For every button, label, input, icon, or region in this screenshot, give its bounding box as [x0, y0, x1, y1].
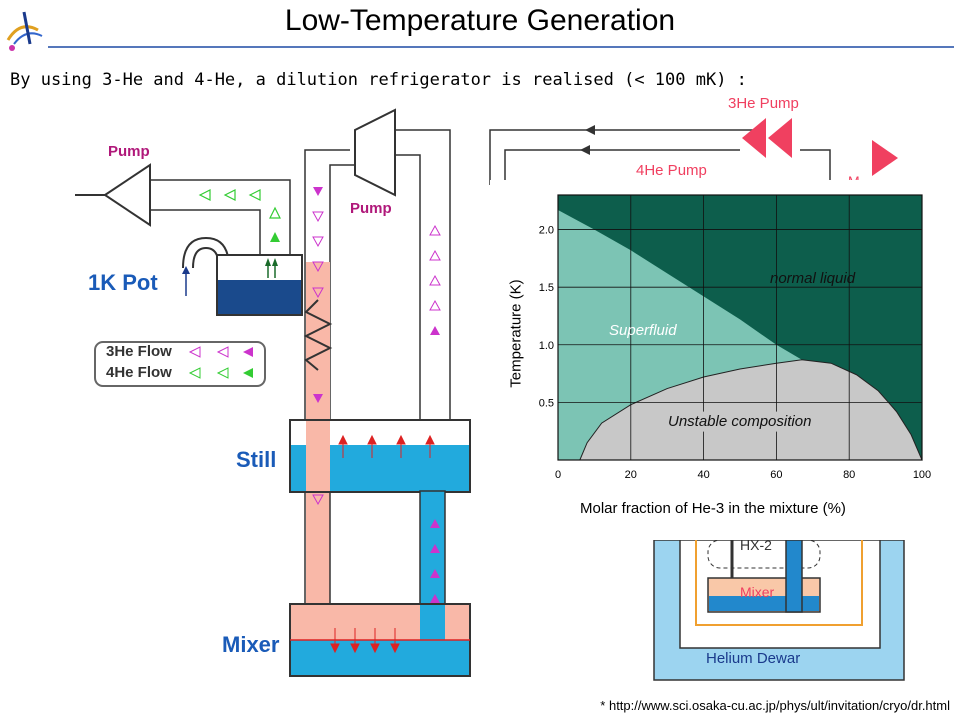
logo-icon [6, 11, 43, 51]
x-tick-label: 20 [625, 469, 637, 481]
y-tick-label: 1.0 [539, 340, 554, 352]
center-pump-label: Pump [350, 200, 392, 217]
plot-frame [557, 194, 923, 461]
one-k-pot-label: 1K Pot [88, 270, 158, 295]
page-title: Low-Temperature Generation [284, 4, 676, 37]
y-tick-label: 2.0 [539, 225, 554, 237]
x-tick-label: 100 [913, 469, 931, 481]
region-normal-label: normal liquid [770, 270, 856, 287]
region-super-label: Superfluid [609, 322, 677, 339]
legend-he4-label: 4He Flow [106, 364, 172, 381]
x-tick-label: 40 [697, 469, 709, 481]
he4-pump-label: 4He Pump [636, 162, 707, 179]
y-tick-label: 1.5 [539, 282, 554, 294]
source-citation: * http://www.sci.osaka-cu.ac.jp/phys/ult… [600, 698, 950, 713]
right-mixer-label: Mixer [740, 584, 775, 600]
legend-he3-label: 3He Flow [106, 343, 172, 360]
page-subtitle: By using 3-He and 4-He, a dilution refri… [10, 70, 747, 90]
mixer-label: Mixer [222, 632, 280, 657]
dewar-label: Helium Dewar [706, 650, 801, 667]
left-pump-icon [103, 163, 151, 227]
phase-chart: 0 20 40 60 80 100 0.5 1.0 1.5 2.0 [490, 180, 940, 540]
x-tick-label: 0 [555, 469, 561, 481]
center-pump-icon [354, 108, 396, 197]
still-label: Still [236, 447, 277, 472]
x-tick-label: 80 [843, 469, 855, 481]
he4-pump-icon [872, 140, 898, 176]
he3-pump-label: 3He Pump [728, 95, 799, 112]
dilution-fridge-diagram [75, 108, 471, 677]
title-divider [48, 46, 954, 48]
right-schematic: M [489, 118, 905, 681]
hx2-label: HX-2 [740, 537, 772, 553]
y-tick-label: 0.5 [539, 397, 554, 409]
chart-ylabel: Temperature (K) [507, 279, 525, 388]
x-tick-label: 60 [770, 469, 782, 481]
he3-pump-icon [742, 118, 766, 158]
region-unstable-label: Unstable composition [668, 413, 812, 430]
chart-xlabel: Molar fraction of He-3 in the mixture (%… [580, 500, 846, 517]
unstable-label-bg [659, 411, 840, 432]
region-unstable [579, 359, 923, 461]
left-pump-label: Pump [108, 143, 150, 160]
